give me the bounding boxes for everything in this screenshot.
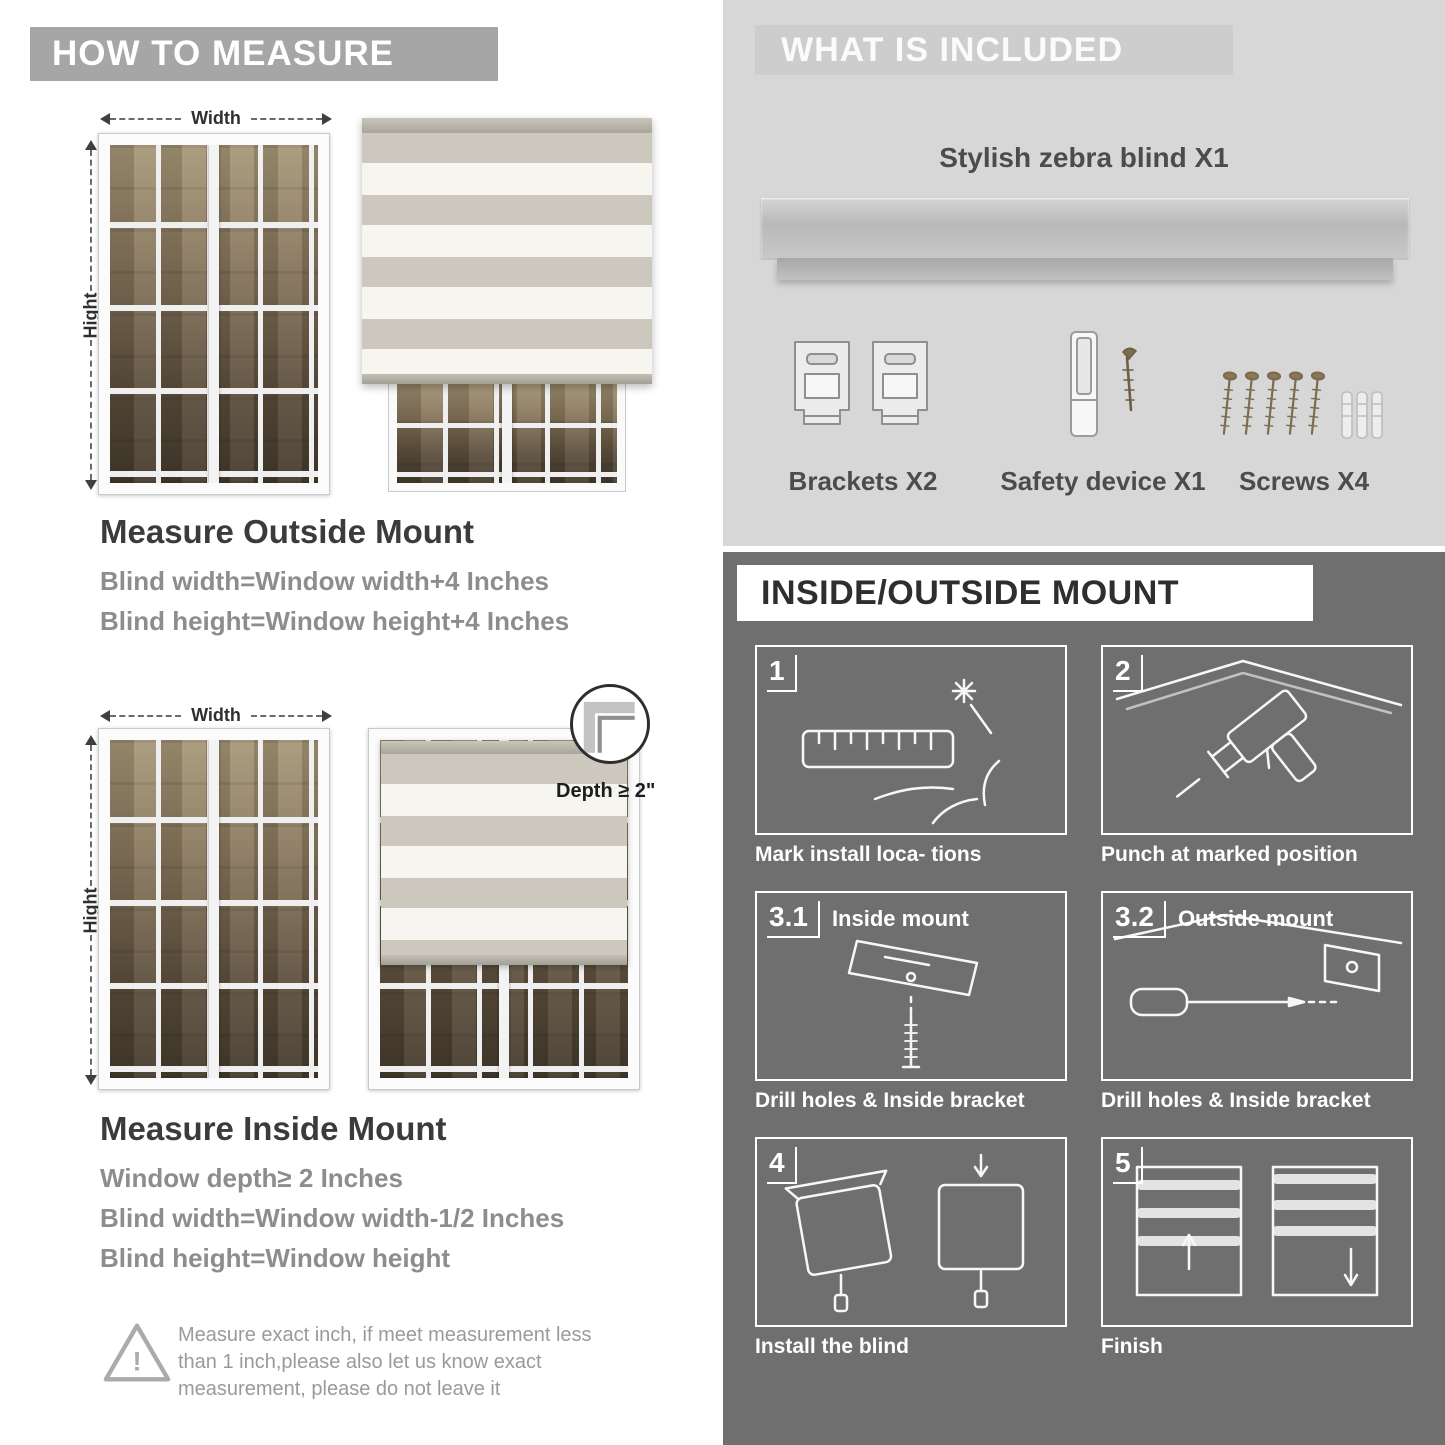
screws-icon <box>1220 371 1383 439</box>
step-caption: Drill holes & Inside bracket <box>1101 1089 1371 1112</box>
measure-outside-title: Measure Outside Mount <box>100 513 475 550</box>
outside-rule-width: Blind width=Window width+4 Inches <box>100 566 549 596</box>
safety-device-icon <box>1070 331 1138 437</box>
safety-device-label: Safety device X1 <box>1000 466 1206 496</box>
mount-steps-grid: 1 Mark install loca- tions <box>755 645 1413 1359</box>
arrow-left-icon <box>100 112 110 125</box>
warning-exclamation: ! <box>132 1346 141 1377</box>
blind-cassette <box>362 118 652 133</box>
how-to-measure-band: HOW TO MEASURE <box>30 27 498 81</box>
step-panel: 5 <box>1101 1137 1413 1327</box>
blind-bottom-rail <box>381 955 627 965</box>
blind-headrail-lip <box>777 258 1393 280</box>
mount-step-2: 2 <box>1101 645 1413 867</box>
blind-bottom-rail <box>362 374 652 384</box>
what-is-included-title: WHAT IS INCLUDED <box>781 30 1124 69</box>
blind-stripes <box>362 133 652 374</box>
mount-step-1: 1 Mark install loca- tions <box>755 645 1067 867</box>
step-number: 1 <box>767 655 797 692</box>
step-panel: 3.2 Outside mount <box>1101 891 1413 1081</box>
window-glass <box>110 145 318 483</box>
measure-inside-title: Measure Inside Mount <box>100 1110 447 1147</box>
anchors-icon <box>1341 391 1383 439</box>
mount-step-4: 4 <box>755 1137 1067 1359</box>
arrow-up-icon <box>84 735 97 745</box>
step-number: 5 <box>1113 1147 1143 1184</box>
screws-label: Screws X4 <box>1238 466 1370 496</box>
warning-icon: ! <box>103 1323 171 1382</box>
step-number: 3.2 <box>1113 901 1166 938</box>
mount-band: INSIDE/OUTSIDE MOUNT <box>737 565 1313 621</box>
window-illustration-outside <box>98 133 330 495</box>
step-caption: Punch at marked position <box>1101 843 1358 866</box>
inside-rule-depth: Window depth≥ 2 Inches <box>100 1163 403 1193</box>
step-panel: 1 <box>755 645 1067 835</box>
arrow-left-icon <box>100 709 110 722</box>
depth-label: Depth ≥ 2" <box>556 780 656 802</box>
step-title: Outside mount <box>1177 906 1334 931</box>
outside-mount-blind-illustration <box>362 118 652 492</box>
window-corner-icon <box>583 701 635 753</box>
how-to-measure-title: HOW TO MEASURE <box>52 34 394 73</box>
measure-note: Measure exact inch, if meet measurement … <box>178 1324 592 1400</box>
outside-rule-height: Blind height=Window height+4 Inches <box>100 606 570 636</box>
height-arrow-inside: Hight <box>68 735 114 1085</box>
step-number: 4 <box>767 1147 797 1184</box>
width-arrow-inside: Width <box>100 705 333 726</box>
step-panel: 3.1 Inside mount <box>755 891 1067 1081</box>
what-is-included-section: WHAT IS INCLUDED Stylish zebra blind X1 <box>723 0 1445 546</box>
drill-illustration <box>1115 659 1403 798</box>
height-arrow-outside: Hight <box>68 140 114 490</box>
blind-headrail-illustration <box>761 198 1409 258</box>
mount-step-3-2: 3.2 Outside mount <box>1101 891 1413 1113</box>
blind-stripes <box>381 754 627 955</box>
step-panel: 4 <box>755 1137 1067 1327</box>
what-is-included-band: WHAT IS INCLUDED <box>755 25 1233 75</box>
step-caption: Finish <box>1101 1335 1163 1358</box>
mount-title: INSIDE/OUTSIDE MOUNT <box>761 573 1180 612</box>
step-number: 3.1 <box>767 901 820 938</box>
inside-bracket-illustration <box>847 939 979 1069</box>
inside-rule-height: Blind height=Window height <box>100 1243 450 1273</box>
window-glass <box>110 740 318 1078</box>
brackets-label: Brackets X2 <box>788 466 938 496</box>
step-caption: Mark install loca- tions <box>755 843 982 866</box>
arrow-down-icon <box>84 480 97 490</box>
step-title: Inside mount <box>831 906 969 931</box>
width-label: Width <box>191 108 241 128</box>
window-illustration-inside <box>98 728 330 1090</box>
step-caption: Install the blind <box>755 1335 910 1358</box>
blind-cassette <box>381 741 627 754</box>
step-caption: Drill holes & Inside bracket <box>755 1089 1025 1112</box>
how-to-measure-section: HOW TO MEASURE Width Hight <box>0 0 710 1445</box>
arrow-up-icon <box>84 140 97 150</box>
width-label: Width <box>191 705 241 725</box>
mount-instructions-section: INSIDE/OUTSIDE MOUNT 1 <box>723 552 1445 1445</box>
step-panel: 2 <box>1101 645 1413 835</box>
zebra-blind <box>362 118 652 384</box>
arrow-down-icon <box>84 1075 97 1085</box>
outside-bracket-illustration <box>1113 913 1403 1017</box>
blind-item-label: Stylish zebra blind X1 <box>939 142 1229 173</box>
zebra-blind <box>381 741 627 965</box>
step-number: 2 <box>1113 655 1143 692</box>
width-arrow-outside: Width <box>100 108 333 129</box>
finished-blinds-illustration <box>1135 1165 1379 1297</box>
brackets-icon <box>794 341 928 425</box>
screw-icon <box>1122 347 1138 412</box>
install-blind-illustration <box>784 1153 1025 1313</box>
inside-mount-blind-illustration <box>368 728 640 1090</box>
depth-callout-circle <box>570 684 650 764</box>
mount-step-3-1: 3.1 Inside mount <box>755 891 1067 1113</box>
arrow-right-icon <box>322 709 333 722</box>
arrow-right-icon <box>322 112 333 125</box>
window-below-blind <box>388 370 626 492</box>
measure-mark-illustration <box>801 678 1001 825</box>
inside-rule-width: Blind width=Window width-1/2 Inches <box>100 1203 565 1233</box>
mount-step-5: 5 Finish <box>1101 1137 1413 1359</box>
